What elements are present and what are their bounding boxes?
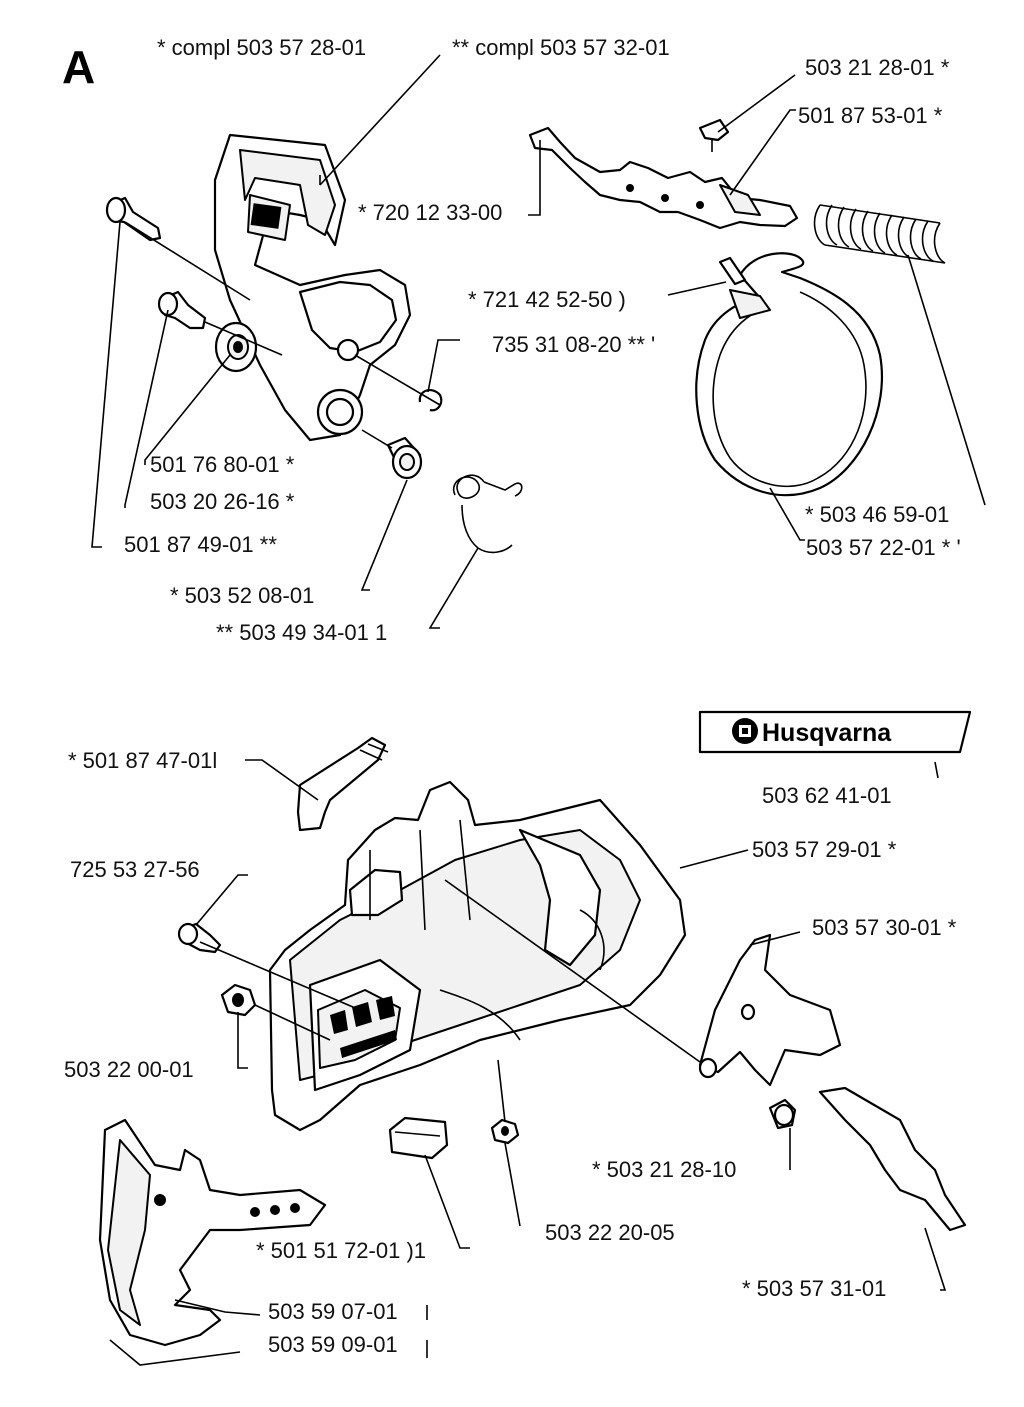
clutch-cover-housing	[268, 780, 687, 1132]
label-503520801: * 503 52 08-01	[170, 583, 314, 608]
label-501517201: * 501 51 72-01 )1	[256, 1238, 426, 1263]
section-letter: A	[62, 41, 95, 93]
husqvarna-crown-icon	[732, 718, 758, 744]
label-compl-single: * compl 503 57 28-01	[157, 35, 366, 60]
label-503222005: 503 22 20-05	[545, 1220, 675, 1245]
husqvarna-decal: Husqvarna	[698, 710, 972, 754]
shoulder-bolt	[105, 196, 162, 242]
brake-link-assembly	[528, 118, 799, 230]
brake-band-503572201	[695, 252, 883, 497]
label-503220001: 503 22 00-01	[64, 1057, 194, 1082]
bushing-503520801	[386, 436, 423, 480]
label-503202616: 503 20 26-16 *	[150, 489, 295, 514]
screw-725532756	[177, 922, 222, 954]
label-503573101: * 503 57 31-01	[742, 1276, 886, 1301]
label-503572901: 503 57 29-01 *	[752, 837, 897, 862]
label-503493401: ** 503 49 34-01 1	[216, 620, 387, 645]
lower-leader-lines	[109, 759, 947, 1366]
coil-spring-503465901	[813, 204, 946, 264]
label-501875301: 501 87 53-01 *	[798, 103, 943, 128]
label-503465901: * 503 46 59-01	[805, 502, 949, 527]
label-503590701: 503 59 07-01	[268, 1299, 398, 1324]
brand-name: Husqvarna	[762, 719, 892, 747]
label-503573001: 503 57 30-01 *	[812, 915, 957, 940]
label-735310820: 735 31 08-20 ** '	[492, 332, 655, 357]
guard-plate-503590701	[98, 1118, 327, 1347]
label-503590901: 503 59 09-01	[268, 1332, 398, 1357]
label-503624101: 503 62 41-01	[762, 783, 892, 808]
label-503212810: * 503 21 28-10	[592, 1157, 736, 1182]
label-725532756: 725 53 27-56	[70, 857, 200, 882]
guard-plate-503573101	[818, 1086, 967, 1232]
upper-leader-lines	[91, 54, 986, 629]
label-720123300: * 720 12 33-00	[358, 200, 502, 225]
label-501874701: * 501 87 47-01l	[68, 748, 217, 773]
label-501874901: 501 87 49-01 **	[124, 532, 277, 557]
label-compl-double: ** compl 503 57 32-01	[452, 35, 670, 60]
torsion-spring-503493401	[452, 474, 523, 554]
label-503212801: 503 21 28-01 *	[805, 55, 950, 80]
label-501768001: 501 76 80-01 *	[150, 452, 295, 477]
label-721425250: * 721 42 52-50 )	[468, 287, 626, 312]
chain-brake-handle	[213, 133, 412, 442]
nut-503220001	[220, 983, 257, 1017]
screw-503202616	[157, 290, 207, 330]
screw-503212810	[768, 1098, 797, 1130]
pad-501517201	[388, 1116, 449, 1160]
nut-503222005	[490, 1118, 520, 1145]
clip-501874701	[296, 736, 389, 832]
label-503572201: 503 57 22-01 * '	[806, 535, 961, 560]
deflector-503573001	[698, 933, 842, 1087]
